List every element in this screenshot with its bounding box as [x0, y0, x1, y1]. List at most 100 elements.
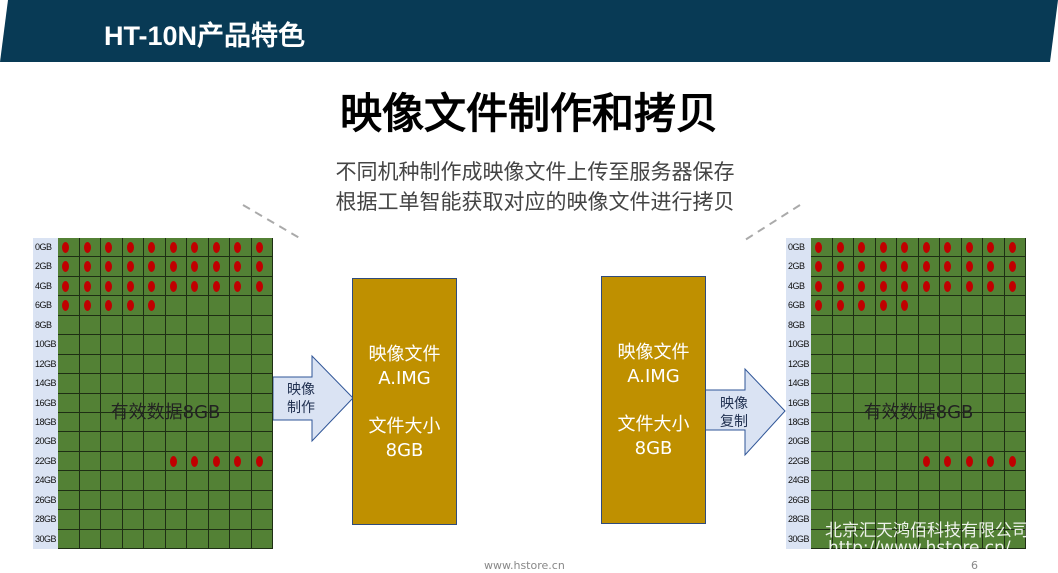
data-block-dot — [922, 280, 930, 292]
row-label: 2GB — [788, 261, 805, 272]
box-line: A.IMG — [627, 366, 680, 387]
disk-cell — [918, 374, 940, 394]
disk-cell — [58, 296, 80, 316]
disk-cell — [983, 529, 1005, 549]
disk-cell — [961, 432, 983, 452]
disk-cell — [961, 354, 983, 375]
disk-cell — [208, 393, 230, 413]
disk-cell — [251, 374, 273, 394]
disk-cell — [983, 490, 1005, 511]
row-label: 14GB — [35, 378, 57, 389]
data-block-dot — [815, 261, 822, 273]
disk-cell — [165, 374, 187, 394]
row-label: 8GB — [35, 319, 52, 330]
disk-cell — [875, 354, 897, 375]
disk-cell — [230, 432, 252, 452]
disk-cell — [165, 393, 187, 413]
arrow-label-line: 制作 — [287, 400, 315, 416]
disk-cell — [875, 374, 897, 394]
data-block-dot — [944, 280, 951, 292]
disk-cell — [251, 296, 273, 316]
disk-cell — [165, 335, 187, 355]
data-block-dot — [1008, 242, 1016, 253]
disk-cell — [961, 276, 983, 297]
disk-cell — [875, 257, 897, 277]
disk-cell — [251, 315, 273, 336]
disk-cell — [165, 257, 187, 277]
row-label: 16GB — [788, 397, 810, 408]
disk-cell — [101, 276, 123, 297]
disk-cell — [961, 257, 983, 277]
disk-cell — [122, 374, 144, 394]
row-label: 2GB — [35, 261, 52, 272]
disk-cell — [832, 238, 854, 258]
header-title: HT-10N产品特色 — [104, 21, 306, 51]
disk-cell — [983, 374, 1005, 394]
disk-cell — [875, 315, 897, 336]
disk-cell — [144, 335, 166, 355]
disk-cell — [1004, 529, 1026, 549]
disk-cell — [144, 412, 166, 433]
data-block-dot — [1008, 455, 1016, 467]
disk-cell — [983, 471, 1005, 491]
disk-cell — [58, 354, 80, 375]
disk-cell — [811, 354, 833, 375]
disk-cell — [1004, 238, 1026, 258]
row-label: 16GB — [35, 397, 57, 408]
data-block-dot — [105, 242, 112, 253]
disk-cell — [58, 238, 80, 258]
disk-cell — [208, 412, 230, 433]
disk-cell — [1004, 490, 1026, 511]
disk-cell — [122, 529, 144, 549]
disk-cell — [811, 276, 833, 297]
disk-cell — [230, 374, 252, 394]
disk-cell — [983, 238, 1005, 258]
disk-cell — [208, 510, 230, 530]
data-block-dot — [191, 280, 198, 292]
disk-cell — [251, 451, 273, 472]
disk-cell — [208, 432, 230, 452]
disk-cell — [940, 432, 962, 452]
disk-cell — [101, 510, 123, 530]
disk-cell — [832, 412, 854, 433]
disk-cell — [144, 490, 166, 511]
data-block-dot — [858, 242, 865, 253]
disk-cell — [187, 510, 209, 530]
disk-cell — [961, 374, 983, 394]
disk-cell — [144, 238, 166, 258]
disk-cell — [897, 529, 919, 549]
row-label: 24GB — [788, 475, 810, 486]
watermark-company: 北京汇天鸿佰科技有限公司 — [825, 521, 1029, 541]
disk-cell — [144, 315, 166, 336]
disk-cell — [251, 490, 273, 511]
disk-cell — [122, 451, 144, 472]
image-file-box-right: 映像文件 A.IMG 文件大小 8GB — [601, 276, 706, 524]
data-block-dot — [234, 261, 241, 273]
disk-cell — [940, 451, 962, 472]
disk-grid-target: 有效数据8GB — [811, 238, 1026, 549]
disk-cell — [187, 393, 209, 413]
disk-cell — [854, 257, 876, 277]
disk-cell — [251, 276, 273, 297]
disk-cell — [251, 354, 273, 375]
data-block-dot — [169, 242, 177, 253]
disk-cell — [918, 315, 940, 336]
disk-cell — [165, 529, 187, 549]
disk-cell — [58, 529, 80, 549]
disk-cell — [230, 354, 252, 375]
disk-cell — [811, 412, 833, 433]
disk-cell — [101, 238, 123, 258]
disk-cell — [79, 490, 101, 511]
disk-cell — [230, 412, 252, 433]
disk-cell — [187, 432, 209, 452]
disk-cell — [854, 471, 876, 491]
disk-cell — [854, 529, 876, 549]
disk-cell — [230, 529, 252, 549]
row-label: 10GB — [788, 339, 810, 350]
disk-cell — [940, 471, 962, 491]
row-label: 24GB — [35, 475, 57, 486]
disk-cell — [101, 490, 123, 511]
disk-cell — [144, 451, 166, 472]
disk-cell — [79, 393, 101, 413]
data-block-dot — [169, 280, 177, 292]
